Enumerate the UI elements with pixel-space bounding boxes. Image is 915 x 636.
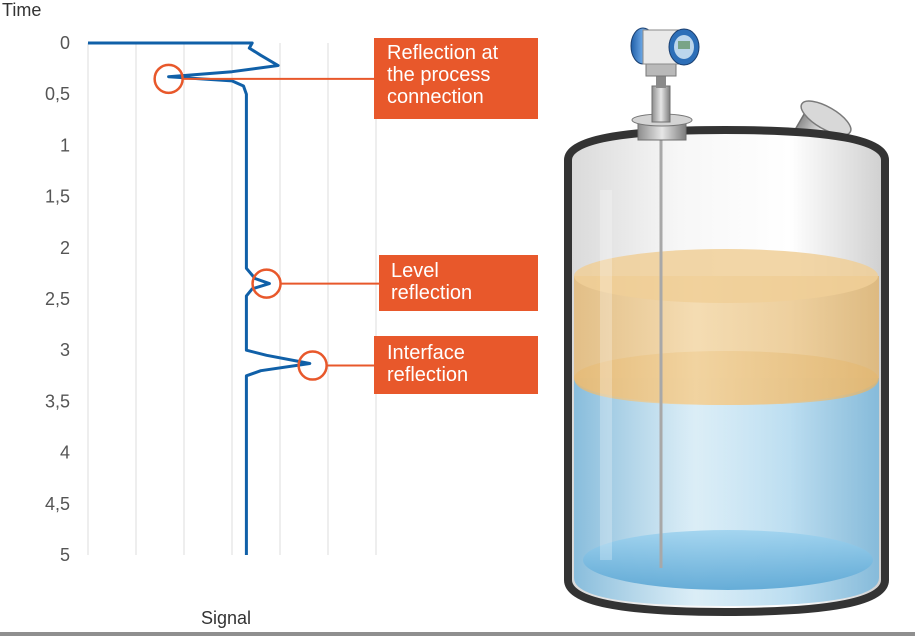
callout-level-reflection: Level reflection	[379, 255, 538, 311]
top-flange	[631, 72, 693, 141]
signal-series	[88, 41, 312, 555]
signal-line	[88, 41, 312, 555]
callout-line: Level	[391, 260, 439, 282]
y-tick-label: 4,5	[45, 494, 70, 514]
callout-process-connection: Reflection at the process connection	[374, 38, 538, 119]
y-tick-label: 4	[60, 443, 70, 463]
y-tick-label: 1,5	[45, 187, 70, 207]
y-tick-label: 5	[60, 545, 70, 565]
upper-liquid-layer	[574, 249, 879, 405]
callout-interface-reflection: Interface reflection	[374, 336, 538, 394]
callout-line: Interface	[387, 342, 465, 364]
radar-transmitter	[630, 27, 700, 77]
callout-line: the process	[387, 64, 491, 86]
bottom-border	[0, 632, 915, 636]
callout-line: connection	[387, 86, 484, 108]
chart-grid	[87, 43, 377, 555]
y-tick-label: 0,5	[45, 84, 70, 104]
y-tick-label: 2	[60, 238, 70, 258]
y-tick-label: 2,5	[45, 289, 70, 309]
reflection-marker	[297, 350, 328, 381]
y-tick-label: 3,5	[45, 391, 70, 411]
tank-illustration	[564, 27, 889, 617]
y-tick-label: 0	[60, 33, 70, 53]
glass-highlight	[600, 190, 612, 560]
y-axis-ticks: 0 0,5 1 1,5 2 2,5 3 3,5 4 4,5 5	[45, 33, 70, 565]
y-tick-label: 3	[60, 340, 70, 360]
reflection-marker	[153, 63, 184, 95]
y-tick-label: 1	[60, 135, 70, 155]
callout-connectors	[182, 77, 379, 367]
callout-line: Reflection at	[387, 42, 499, 64]
reflection-markers	[153, 63, 328, 381]
callout-line: reflection	[391, 282, 473, 304]
x-axis-title: Signal	[201, 608, 251, 628]
callout-line: reflection	[387, 364, 469, 386]
y-axis-title: Time	[2, 0, 41, 20]
reflection-marker	[251, 268, 282, 299]
signal-chart: 0 0,5 1 1,5 2 2,5 3 3,5 4 4,5 5 Time Signal	[2, 0, 379, 628]
